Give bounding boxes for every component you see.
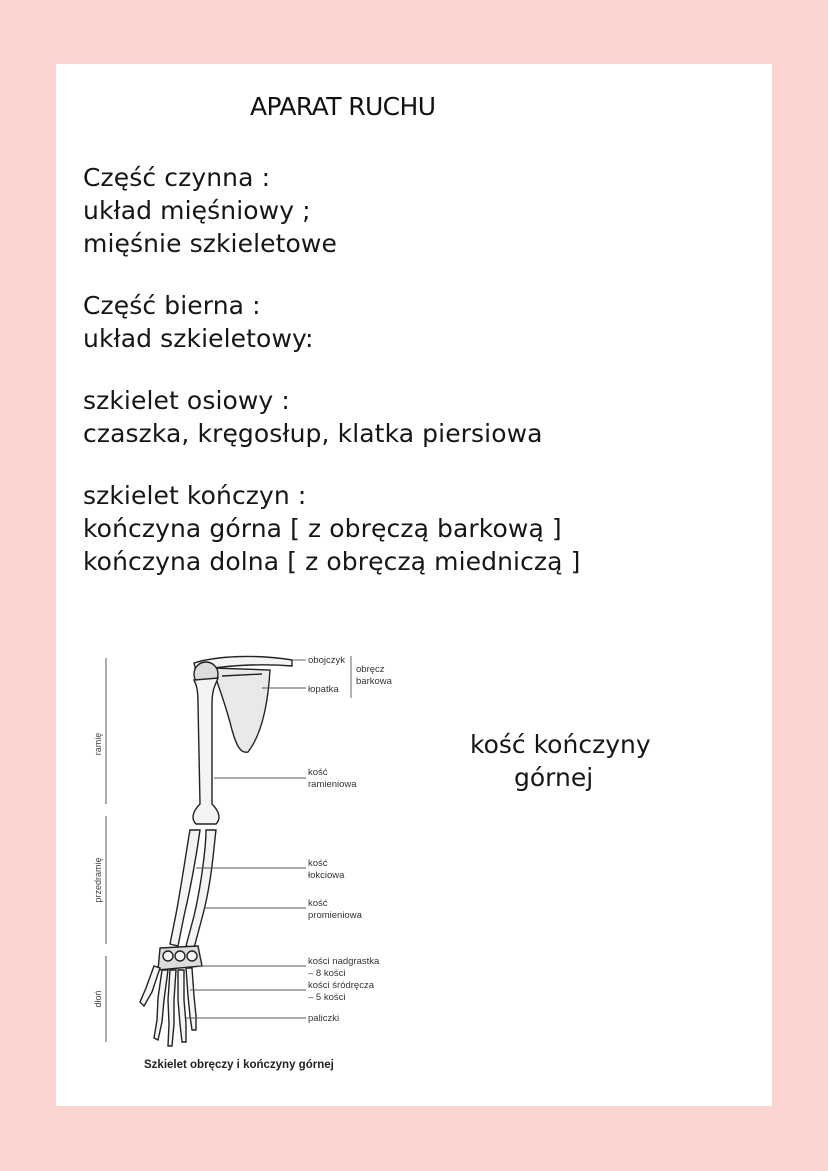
label-shoulder-girdle-2: barkowa	[356, 676, 393, 687]
side-label-hand: dłoń	[93, 990, 103, 1007]
label-humerus-1: kość	[308, 767, 328, 778]
side-label-forearm: przedramię	[93, 857, 103, 902]
bones-drawing	[139, 655, 293, 1047]
side-note-line: górnej	[514, 763, 594, 792]
label-scapula: łopatka	[308, 684, 339, 695]
text-line: kończyna górna [ z obręczą barkową ]	[83, 514, 562, 543]
label-phalanges: paliczki	[308, 1013, 339, 1024]
label-ulna-1: kość	[308, 858, 328, 869]
text-line: mięśnie szkieletowe	[83, 229, 337, 258]
label-shoulder-girdle-1: obręcz	[356, 664, 385, 675]
text-block-passive-part: Część bierna : układ szkieletowy:	[83, 289, 580, 355]
text-line: czaszka, kręgosłup, klatka piersiowa	[83, 419, 543, 448]
text-block-active-part: Część czynna : układ mięśniowy ; mięśnie…	[83, 161, 580, 260]
label-radius-1: kość	[308, 898, 328, 909]
label-metacarpals-1: kości śródręcza	[308, 980, 375, 991]
label-humerus-2: ramieniowa	[308, 779, 357, 790]
side-label-arm: ramię	[93, 733, 103, 756]
label-carpals-2: – 8 kości	[308, 968, 346, 979]
text-line: układ szkieletowy:	[83, 324, 314, 353]
figure-caption: Szkielet obręczy i kończyny górnej	[144, 1059, 334, 1071]
text-line: Część czynna :	[83, 163, 271, 192]
text-line: szkielet osiowy :	[83, 386, 290, 415]
text-line: kończyna dolna [ z obręczą miedniczą ]	[83, 547, 581, 576]
document-page: APARAT RUCHU Część czynna : układ mięśni…	[56, 64, 772, 1106]
arm-skeleton-illustration: ramię przedramię dłoń	[93, 655, 393, 1071]
side-note: kość kończyny górnej	[470, 728, 651, 794]
content-blocks: Część czynna : układ mięśniowy ; mięśnie…	[83, 161, 580, 607]
label-clavicle: obojczyk	[308, 655, 345, 666]
label-metacarpals-2: – 5 kości	[308, 992, 346, 1003]
label-ulna-2: łokciowa	[308, 870, 345, 881]
page-title: APARAT RUCHU	[250, 92, 436, 121]
text-block-limb-skeleton: szkielet kończyn : kończyna górna [ z ob…	[83, 479, 580, 578]
text-line: Część bierna :	[83, 291, 261, 320]
label-carpals-1: kości nadgrastka	[308, 956, 380, 967]
text-block-axial-skeleton: szkielet osiowy : czaszka, kręgosłup, kl…	[83, 384, 580, 450]
text-line: układ mięśniowy ;	[83, 196, 311, 225]
arm-skeleton-figure: ramię przedramię dłoń	[56, 644, 772, 1084]
text-line: szkielet kończyn :	[83, 481, 307, 510]
side-note-line: kość kończyny	[470, 730, 651, 759]
label-radius-2: promieniowa	[308, 910, 363, 921]
